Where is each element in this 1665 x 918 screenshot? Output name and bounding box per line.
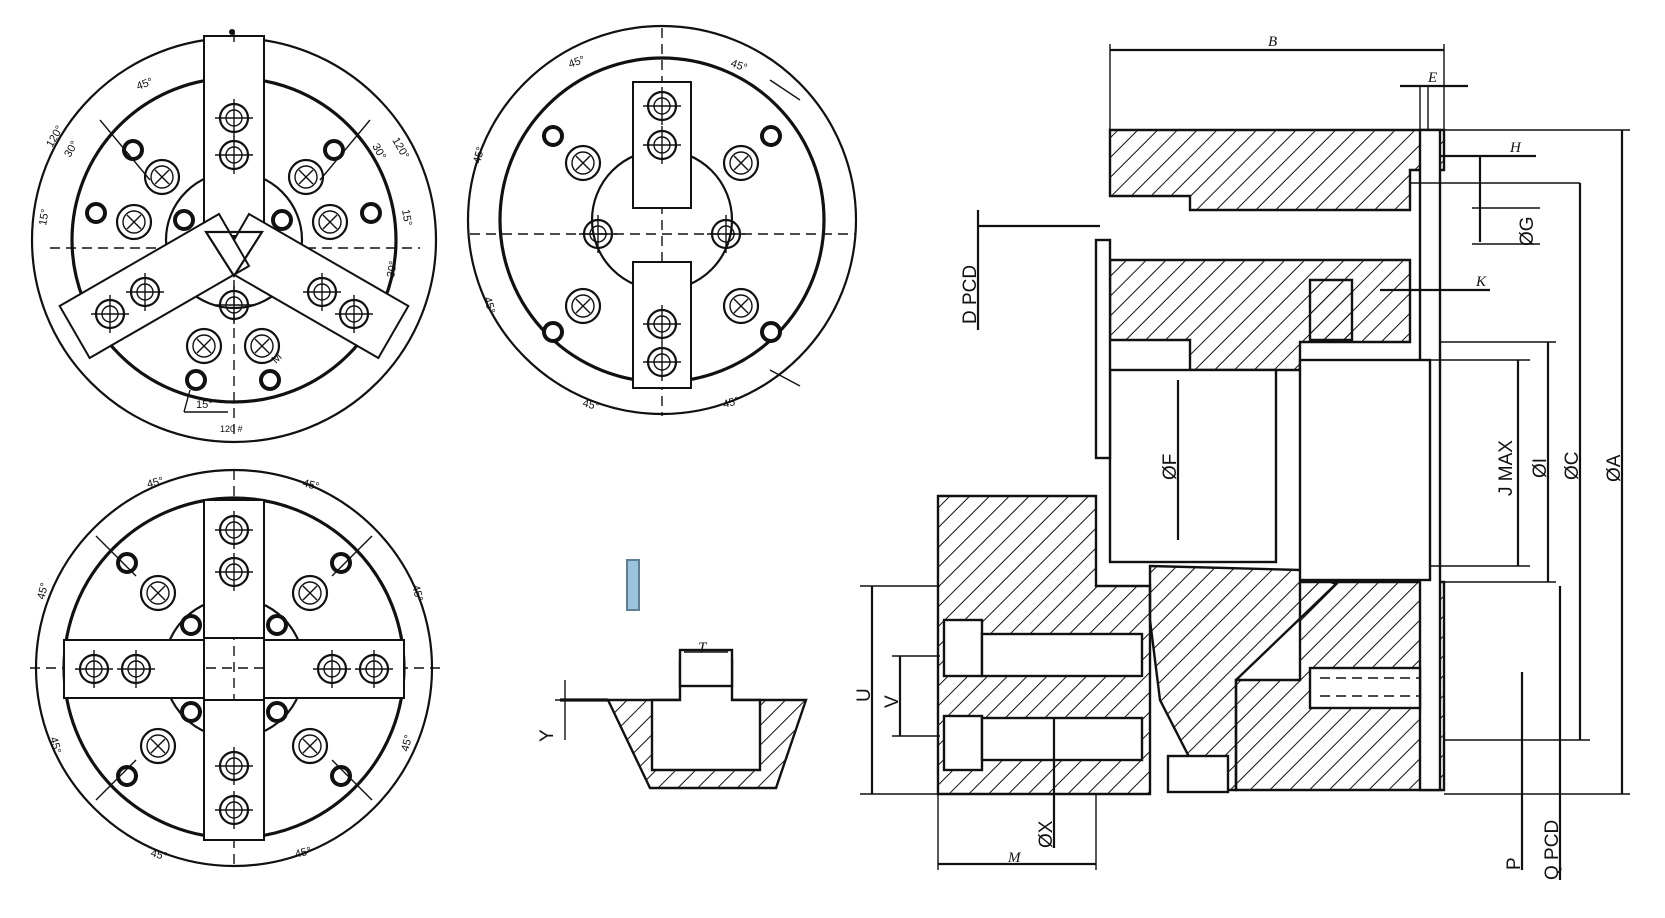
dim-u-label: U: [854, 688, 875, 702]
two-jaw-angle-label: 45°: [581, 397, 600, 413]
dim-ox-label: ØX: [1036, 820, 1057, 848]
three-jaw-angle-label: 120 #: [220, 424, 243, 434]
three-jaw-angle-label: 45°: [135, 76, 155, 93]
three-jaw-angle-label: 15°: [399, 208, 414, 226]
t-slot-detail: T Y: [537, 559, 808, 790]
three-jaw-angle-label: 30°: [369, 142, 388, 162]
four-jaw-angle-label: 45°: [301, 477, 320, 493]
two-jaw-angle-label: 45°: [729, 58, 749, 75]
dim-oi-label: ØI: [1530, 458, 1551, 478]
three-jaw-bolt-label: M: [270, 351, 285, 366]
four-jaw-angle-label: 45°: [294, 845, 313, 861]
two-jaw-front-view: 45° 45° 45° 45° 45° 45°: [466, 24, 858, 416]
four-jaw-front-view: 45° 45° 45° 45° 45° 45° 45° 45°: [30, 468, 440, 868]
three-jaw-angle-label: 30°: [385, 260, 400, 278]
dim-d-pcd-label: D PCD: [960, 265, 981, 324]
t-slot-width-label: T: [698, 640, 708, 656]
dim-p-label: P: [1504, 857, 1525, 870]
dim-oc-label: ØC: [1562, 452, 1583, 481]
dim-h-label: H: [1509, 140, 1522, 156]
two-jaw-angle-label: 45°: [471, 146, 487, 165]
four-jaw-angle-label: 45°: [35, 582, 51, 601]
highlight-marker: [626, 559, 640, 611]
four-jaw-angle-label: 45°: [146, 475, 165, 491]
chuck-section-view: B E H ØG K D PCD ØF J MAX ØI ØC ØA: [854, 34, 1630, 880]
dim-e-label: E: [1427, 70, 1437, 86]
two-jaw-angle-label: 45°: [722, 395, 741, 411]
three-jaw-angle-label: 30°: [62, 139, 81, 159]
three-jaw-angle-label: 15°: [37, 208, 52, 226]
two-jaw-angle-label: 45°: [567, 54, 587, 71]
dim-oa-label: ØA: [1604, 454, 1625, 482]
dim-k-label: K: [1475, 274, 1487, 290]
dim-of-label: ØF: [1160, 454, 1181, 480]
t-slot-depth-label: Y: [537, 729, 558, 742]
dim-b-label: B: [1268, 34, 1277, 50]
four-jaw-angle-label: 45°: [409, 584, 425, 603]
two-jaw-angle-label: 45°: [481, 296, 497, 315]
dim-m-label: M: [1007, 850, 1022, 866]
dim-og-label: ØG: [1517, 216, 1538, 246]
four-jaw-angle-label: 45°: [47, 736, 63, 755]
three-jaw-front-view: 45° 120° 30° 15° 120° 30° 15° 30° 15° 12…: [30, 29, 438, 444]
three-jaw-angle-label: 15°: [196, 399, 213, 411]
three-jaw-angle-label: 120°: [44, 124, 66, 150]
four-jaw-angle-label: 45°: [149, 847, 168, 863]
dim-q-pcd-label: Q PCD: [1542, 820, 1563, 880]
four-jaw-angle-label: 45°: [399, 734, 415, 753]
dim-v-label: V: [882, 695, 903, 708]
dim-j-max-label: J MAX: [1496, 440, 1517, 496]
